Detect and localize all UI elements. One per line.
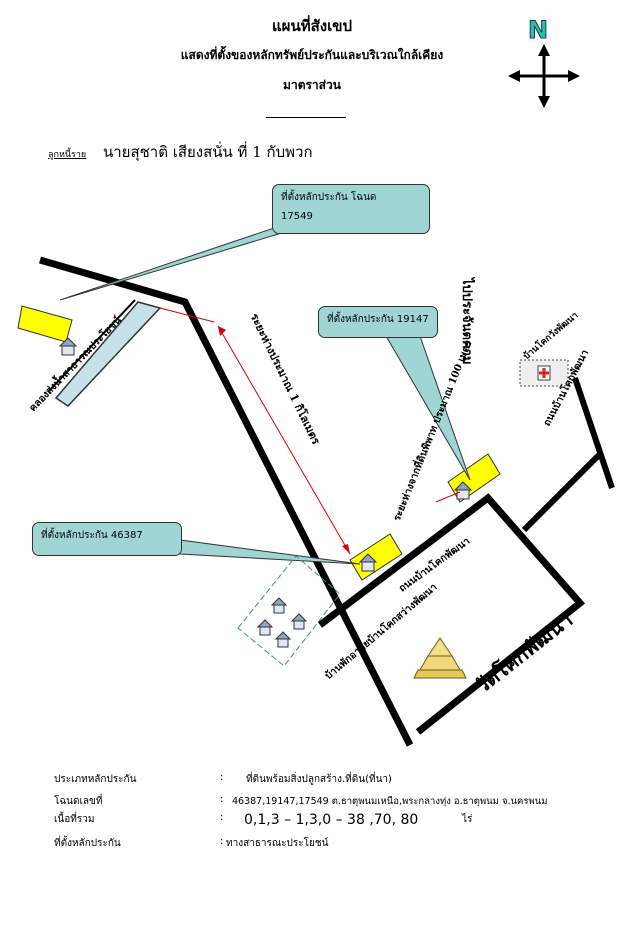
info-deed-label: โฉนดเลขที่ bbox=[54, 796, 103, 807]
arrowhead bbox=[218, 326, 226, 336]
distance-arrow-17549 bbox=[159, 307, 215, 323]
callout-deed-17549: ที่ตั้งหลักประกัน โฉนด 17549 bbox=[272, 184, 430, 234]
road-northeast bbox=[572, 377, 615, 489]
map-scale-label: มาตราส่วน bbox=[283, 78, 341, 92]
map-title: แผนที่สังเขป bbox=[272, 17, 352, 35]
compass-icon bbox=[508, 44, 580, 108]
hospital-icon bbox=[519, 359, 569, 387]
plot-17549 bbox=[17, 305, 73, 343]
info-location-label: ที่ตั้งหลักประกัน bbox=[54, 838, 121, 849]
callout-deed-19147: ที่ตั้งหลักประกัน 19147 bbox=[318, 306, 438, 338]
house-icon bbox=[358, 553, 378, 572]
temple-icon bbox=[413, 637, 467, 679]
main-road bbox=[39, 256, 414, 747]
house-icon bbox=[256, 619, 274, 636]
info-area-unit: ไร่ bbox=[462, 814, 473, 825]
house-icon bbox=[453, 481, 473, 500]
road-link bbox=[521, 451, 603, 533]
callout-deed-46387: ที่ตั้งหลักประกัน 46387 bbox=[32, 522, 182, 556]
info-colon: : bbox=[220, 794, 224, 805]
info-type-label: ประเภทหลักประกัน bbox=[54, 774, 137, 785]
debtor-name: นายสุชาติ เสียงสนั่น ที่ 1 กับพวก bbox=[103, 143, 313, 161]
callout-17549-line2: 17549 bbox=[281, 211, 313, 222]
community-zone bbox=[237, 555, 341, 667]
house-icon bbox=[290, 613, 308, 630]
arrowhead bbox=[342, 544, 350, 554]
info-deed-value: 46387,19147,17549 ต.ธาตุพนมเหนือ,พระกลาง… bbox=[232, 796, 548, 807]
map-canvas bbox=[17, 221, 615, 747]
map-subtitle: แสดงที่ตั้งของหลักทรัพย์ประกันและบริเวณใ… bbox=[180, 48, 444, 62]
debtor-label: ลูกหนี้ราย bbox=[48, 150, 87, 160]
house-icon bbox=[58, 337, 78, 356]
distance-arrow-1km bbox=[217, 325, 351, 555]
info-area-label: เนื้อที่รวม bbox=[54, 814, 95, 825]
house-icon bbox=[274, 631, 292, 648]
distance-arrow-100m bbox=[435, 491, 461, 503]
plot-19147 bbox=[447, 453, 501, 503]
info-colon: : bbox=[220, 812, 224, 823]
debtor-line: ลูกหนี้ราย นายสุชาติ เสียงสนั่น ที่ 1 กั… bbox=[48, 140, 313, 164]
info-type-value: ที่ดินพร้อมสิ่งปลูกสร้าง.ที่ดิน(ที่นา) bbox=[246, 774, 392, 785]
info-colon: : bbox=[220, 836, 224, 847]
village-road bbox=[317, 493, 586, 735]
canal bbox=[54, 301, 162, 407]
canal-bank bbox=[47, 299, 136, 393]
house-icon bbox=[270, 597, 288, 614]
title-divider bbox=[266, 117, 346, 118]
compass-north-label: N bbox=[527, 16, 549, 45]
callout-17549-line1: ที่ตั้งหลักประกัน โฉนด bbox=[281, 192, 377, 203]
info-location-value: ทางสาธารณะประโยชน์ bbox=[226, 838, 329, 849]
callout-pointer-46387 bbox=[179, 539, 361, 565]
info-area-value: 0,1,3 – 1,3,0 – 38 ,70, 80 bbox=[244, 812, 419, 828]
info-colon: : bbox=[220, 772, 224, 783]
collateral-info: ประเภทหลักประกัน : ที่ดินพร้อมสิ่งปลูกสร… bbox=[0, 772, 624, 862]
